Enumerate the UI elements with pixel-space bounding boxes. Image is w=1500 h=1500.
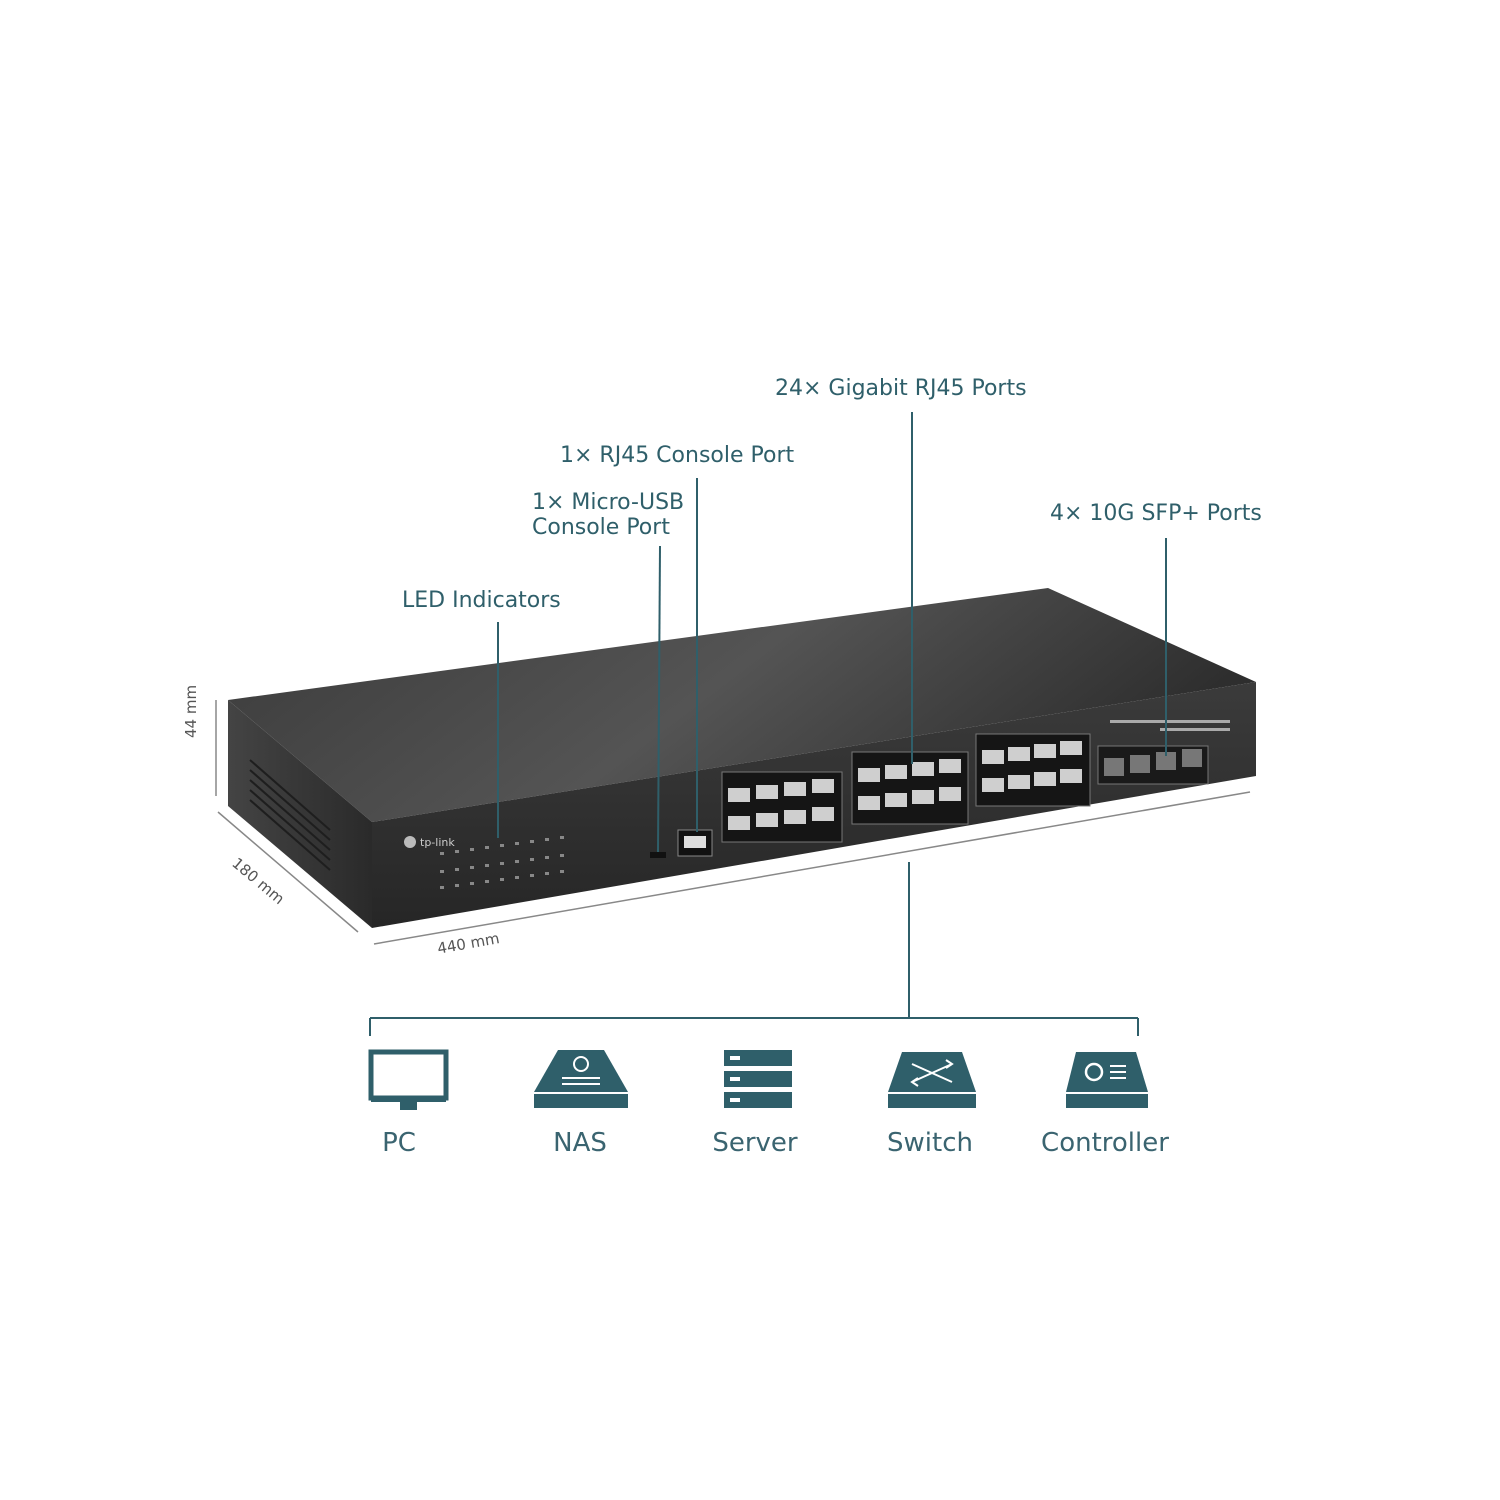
rj45-port-block-3 xyxy=(975,733,1091,807)
device-label-server: Server xyxy=(712,1128,798,1158)
model-label xyxy=(1110,720,1230,731)
side-vents xyxy=(249,759,331,871)
rj45-port-block-2 xyxy=(851,751,969,825)
micro-usb-port xyxy=(650,852,666,858)
pc-monitor-icon xyxy=(368,1049,449,1110)
width-dimension-line xyxy=(373,791,1251,945)
gigabit-ports-callout: 24× Gigabit RJ45 Ports xyxy=(775,376,1027,401)
device-label-controller: Controller xyxy=(1041,1128,1169,1158)
rj45-console-port xyxy=(677,829,713,857)
sfp-port-block xyxy=(1097,745,1209,785)
network-switch: tp-link xyxy=(228,588,1256,928)
usb-console-callout-line xyxy=(657,545,661,853)
dimension-lines xyxy=(215,700,1251,945)
usb-console-callout-line2: Console Port xyxy=(532,515,670,540)
sfp-ports-callout: 4× 10G SFP+ Ports xyxy=(1050,501,1262,526)
switch-icon xyxy=(888,1052,976,1108)
callout-lines xyxy=(369,412,1167,1036)
led-indicators-callout: LED Indicators xyxy=(402,588,561,613)
controller-icon xyxy=(1066,1052,1148,1108)
usb-console-callout-line1: 1× Micro-USB xyxy=(532,490,685,515)
led-indicator-panel xyxy=(440,836,564,889)
device-label-pc: PC xyxy=(382,1128,416,1158)
server-icon xyxy=(724,1050,792,1108)
svg-text:tp-link: tp-link xyxy=(420,836,455,849)
depth-dimension-line xyxy=(217,811,359,933)
device-label-nas: NAS xyxy=(553,1128,607,1158)
nas-icon xyxy=(534,1050,628,1108)
switch-top-face xyxy=(228,588,1256,822)
rj45-port-block-1 xyxy=(721,771,843,843)
rj45-console-callout: 1× RJ45 Console Port xyxy=(560,443,795,468)
height-dimension-label: 44 mm xyxy=(182,684,200,738)
tp-link-logo: tp-link xyxy=(404,836,455,849)
device-label-switch: Switch xyxy=(887,1128,973,1158)
